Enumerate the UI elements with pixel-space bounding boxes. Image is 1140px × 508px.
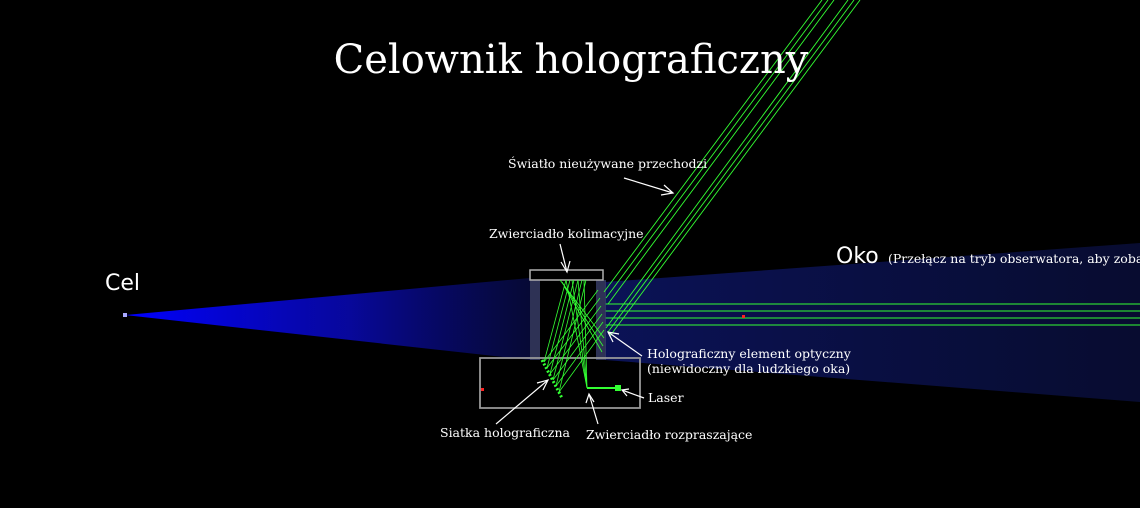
label-target: Cel	[105, 271, 140, 296]
arrow-laser	[621, 389, 645, 399]
laser-source	[615, 385, 621, 391]
target-beam	[125, 278, 530, 360]
sight-window-left	[530, 280, 540, 360]
arrows	[495, 177, 675, 425]
housing-marker	[481, 388, 484, 391]
sight-window-right	[596, 280, 606, 360]
arrow-grating	[495, 379, 549, 425]
page-title: Celownik holograficzny	[334, 37, 809, 83]
sight-housing	[479, 357, 641, 409]
label-eye: Oko	[836, 244, 879, 269]
label-hoe-line2: (niewidoczny dla ludzkiego oka)	[647, 361, 850, 376]
label-hoe-line1: Holograficzny element optyczny	[647, 346, 852, 361]
arrow-hoe	[607, 331, 643, 357]
label-collimating-mirror: Zwierciadło kolimacyjne	[489, 226, 644, 241]
holographic-grating	[540, 359, 564, 399]
arrow-collimating-mirror	[559, 243, 568, 273]
eye-marker	[742, 315, 745, 318]
eye-beam	[605, 243, 1140, 402]
label-grating: Siatka holograficzna	[440, 425, 571, 440]
arrow-unused-light	[623, 177, 674, 194]
unused-light-rays	[603, 0, 861, 337]
label-unused-light: Światło nieużywane przechodzi	[508, 155, 707, 171]
internal-rays	[543, 279, 618, 393]
label-eye-note: (Przełącz na tryb obserwatora, aby zobac…	[888, 251, 1140, 266]
arrow-scatter-mirror	[588, 393, 599, 425]
collimated-rays	[605, 303, 1140, 326]
label-laser: Laser	[648, 390, 684, 405]
label-scatter-mirror: Zwierciadło rozpraszające	[586, 427, 752, 442]
target-point	[123, 313, 127, 317]
